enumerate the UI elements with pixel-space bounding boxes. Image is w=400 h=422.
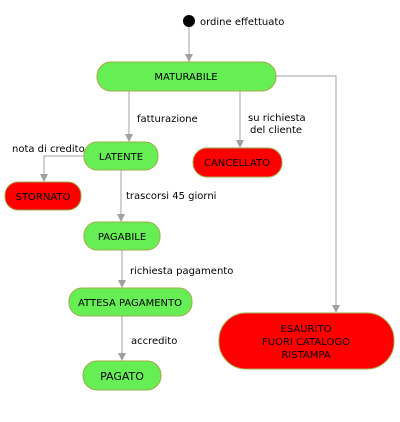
state-attesa-pagamento: ATTESA PAGAMENTO	[68, 287, 193, 317]
state-pagato: PAGATO	[82, 360, 162, 391]
state-stornato-label: STORNATO	[16, 192, 71, 203]
state-pagabile: PAGABILE	[83, 221, 161, 251]
state-cancellato: CANCELLATO	[192, 147, 283, 178]
state-esaurito-label-3: RISTAMPA	[281, 350, 330, 361]
edge-label-nota-di-credito: nota di credito	[12, 144, 85, 155]
start-node	[183, 15, 195, 27]
state-attesa-pagamento-label: ATTESA PAGAMENTO	[78, 298, 182, 309]
state-latente: LATENTE	[83, 141, 159, 171]
edge-label-su-richiesta-2: del cliente	[250, 125, 302, 136]
state-pagato-label: PAGATO	[100, 370, 144, 383]
state-maturabile: MATURABILE	[96, 61, 277, 92]
state-stornato: STORNATO	[4, 181, 82, 211]
edge-label-richiesta-pagamento: richiesta pagamento	[130, 266, 233, 277]
state-pagabile-label: PAGABILE	[98, 232, 146, 243]
state-esaurito: ESAURITO FUORI CATALOGO RISTAMPA	[218, 312, 395, 370]
edge-maturabile-esaurito	[275, 75, 340, 313]
state-cancellato-label: CANCELLATO	[204, 158, 270, 169]
edge-nota-di-credito	[40, 155, 84, 182]
edge-label-fatturazione: fatturazione	[137, 114, 198, 125]
state-esaurito-label-1: ESAURITO	[281, 324, 332, 335]
state-esaurito-label-2: FUORI CATALOGO	[262, 337, 350, 348]
edge-label-su-richiesta-1: su richiesta	[248, 113, 306, 124]
state-maturabile-label: MATURABILE	[154, 72, 217, 83]
state-latente-label: LATENTE	[99, 152, 143, 163]
start-label: ordine effettuato	[200, 17, 284, 28]
edge-label-trascorsi: trascorsi 45 giorni	[126, 191, 216, 202]
edge-label-accredito: accredito	[131, 336, 177, 347]
